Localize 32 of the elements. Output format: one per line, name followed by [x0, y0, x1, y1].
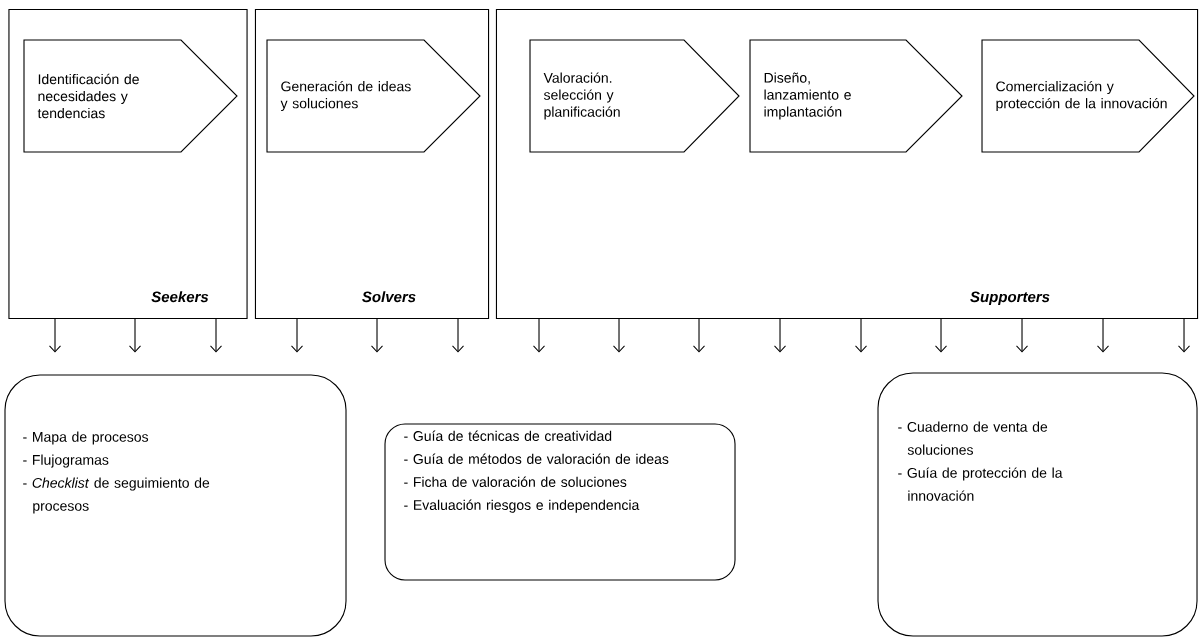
list-item: - Evaluación riesgos e independencia — [404, 499, 640, 513]
list-item: - Flujogramas — [23, 454, 109, 468]
arrow — [452, 318, 464, 353]
arrow — [855, 318, 867, 353]
arrow — [1016, 318, 1028, 353]
arrow — [533, 318, 545, 353]
rounded-box — [384, 423, 736, 581]
arrow — [1097, 318, 1109, 353]
list-item: - Guía de técnicas de creatividad — [404, 430, 612, 441]
process-step-box: Generación de ideas y soluciones — [266, 39, 481, 153]
arrow — [1178, 318, 1190, 353]
process-step-box: Valoración. selección y planificación — [529, 39, 740, 153]
process-step-box: Comercialización y protección de la innovación — [981, 39, 1195, 153]
list-item: - Guía de protección de la innovación — [898, 467, 1063, 501]
arrow — [693, 318, 705, 353]
list-item: - Cuaderno de venta de soluciones — [898, 421, 1048, 455]
arrow — [371, 318, 383, 353]
list-item: - Checklist de seguimiento de procesos — [23, 477, 210, 514]
process-step-box: Identificación de necesidades y tendencias — [23, 39, 238, 153]
arrow — [291, 318, 303, 353]
process-step-box: Diseño, lanzamiento e implantación — [749, 39, 963, 153]
list-item: - Mapa de procesos — [23, 431, 149, 445]
rounded-box — [4, 374, 347, 637]
arrow — [49, 318, 61, 353]
arrow — [613, 318, 625, 353]
list-item: - Guía de métodos de valoración de ideas — [404, 453, 669, 464]
arrow — [935, 318, 947, 353]
arrow — [129, 318, 141, 353]
arrow — [210, 318, 222, 353]
list-item: - Ficha de valoración de soluciones — [404, 476, 627, 487]
rounded-box — [877, 372, 1198, 637]
arrow — [774, 318, 786, 353]
